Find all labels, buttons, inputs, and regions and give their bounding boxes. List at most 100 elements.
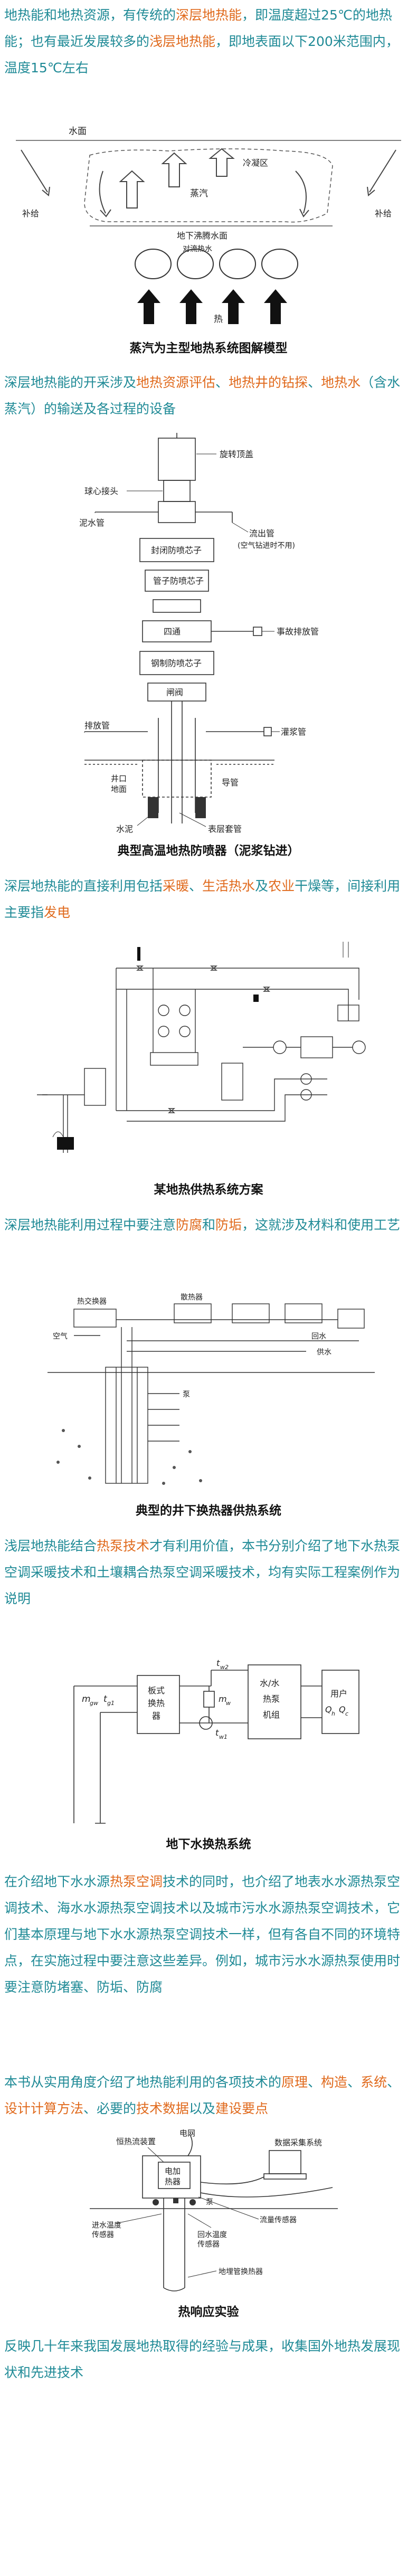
highlight-system: 系统 [361,2075,387,2090]
label-heat: 热 [214,314,223,325]
label-plate-2: 换热 [148,1698,165,1708]
highlight-well-drilling: 地热井的钻探 [229,375,308,390]
label-ball-joint: 球心接头 [84,486,118,496]
highlight-heat-pump-ac: 热泵空调 [110,1874,163,1889]
text-run: ，即地表面以下200米范围内，温度15℃左右 [4,34,399,75]
text-run: 和 [202,1217,216,1233]
label-ground: 地面 [111,784,127,794]
label-convective-water: 对流热水 [183,245,212,253]
label-tw1-sub: w1 [219,1734,228,1740]
label-tw2: t [216,1658,220,1668]
label-flow-sensor: 流量传感器 [260,2215,297,2224]
label-heat-pump-2: 热泵 [263,1694,280,1704]
label-seal-ram: 封闭防喷芯子 [151,545,202,555]
label-wellhead: 井口 [111,774,127,783]
text-run: 以及 [189,2101,216,2116]
label-gate-valve: 闸阀 [166,687,183,697]
label-inlet-temp: 进水温度 [92,2221,121,2230]
blowout-preventer-figure: 旋转顶盖 球心接头 泥水管 流出管 (空气钻进时不用) 封闭防喷芯子 管子防喷芯… [53,433,369,834]
text-run: 及 [255,878,269,894]
highlight-principle: 原理 [281,2075,308,2090]
label-tg1-sub: g1 [107,1700,115,1707]
label-pump: 泵 [183,1390,190,1399]
label-outlet-note: (空气钻进时不用) [238,542,295,550]
label-drain-pipe: 排放管 [84,721,110,731]
label-recharge-right: 补给 [375,209,392,219]
label-ground-heat-exchanger: 地埋管换热器 [219,2267,263,2276]
deep-extraction-paragraph: 深层地热能的开采涉及地热资源评估、地热井的钻探、地热水（含水蒸汽）的输送及各过程… [4,370,412,422]
text-run: 、必要的 [83,2101,137,2116]
label-heater-1: 电加 [165,2166,181,2176]
groundwater-system-diagram: m gw t g1 板式 换热 器 t w2 m w t w1 水/水 热泵 机… [73,1658,359,1824]
label-tw1: t [215,1728,219,1738]
label-heat-pump-1: 水/水 [260,1678,279,1688]
highlight-structure: 构造 [321,2075,348,2090]
direct-use-paragraph: 深层地热能的直接利用包括采暖、生活热水及农业干燥等，间接利用主要指发电 [4,873,412,926]
highlight-heating: 采暖 [163,878,189,894]
label-air: 空气 [53,1332,68,1341]
label-steam: 蒸汽 [190,188,208,199]
figure4-caption: 典型的井下换热器供热系统 [136,1504,281,1518]
label-pump: 泵 [206,2198,213,2206]
label-condense-zone: 冷凝区 [243,158,268,168]
text-run: 在介绍地下水水源 [4,1874,110,1889]
label-rotary-head: 旋转顶盖 [220,449,253,459]
figure1-caption: 蒸汽为主型地热系统图解模型 [129,342,288,355]
label-outlet-pipe: 流出管 [249,528,274,538]
text-run: 反映几十年来我国发展地热取得的经验与成果，收集国外地热发展现状和先进技术 [4,2338,401,2380]
label-cement: 水泥 [116,824,133,834]
highlight-domestic-hot-water: 生活热水 [202,878,255,894]
text-run: 深层地热能利用过程中要注意 [4,1217,176,1233]
highlight-technical-data: 技术数据 [136,2101,189,2116]
text-run: 干燥等，间接利用主要指 [4,878,401,920]
label-emergency-discharge: 事故排放管 [277,627,319,637]
label-return-temp-2: 传感器 [197,2240,220,2249]
label-mgw: m [82,1694,91,1704]
label-qc: Q [339,1704,346,1715]
label-pipe-ram: 管子防喷芯子 [153,576,204,586]
label-power-grid: 电网 [179,2129,195,2138]
text-run: 、 [308,375,321,390]
thermal-response-figure: 恒热流装置 电网 电加 热器 泵 数据采集系统 进水温度 传感器 回水温度 传感… [84,2129,343,2293]
text-run: ，即温度超过25℃的地热能；也有最近发展较多的 [4,7,392,49]
label-heat-pump-3: 机组 [263,1710,280,1720]
label-inlet-temp-2: 传感器 [92,2230,114,2239]
label-data-acquisition: 数据采集系统 [274,2138,322,2147]
highlight-heat-pump-technology: 热泵技术 [97,1538,150,1554]
label-qh: Q [325,1704,332,1715]
text-run: 浅层地热能结合 [4,1538,97,1554]
figure6-caption: 热响应实验 [178,2305,239,2319]
label-heater-2: 热器 [165,2177,181,2186]
highlight-construction-points: 建设要点 [215,2101,269,2116]
heat-pump-paragraph: 浅层地热能结合热泵技术才有利用价值，本书分别介绍了地下水热泵空调采暖技术和土壤耦… [4,1533,412,1612]
text-run: 、 [308,2075,321,2090]
highlight-antiscaling: 防垢 [215,1217,242,1233]
downhole-exchanger-diagram: 热交换器 散热器 空气 供水 回水 泵 [48,1293,375,1485]
label-plate: 板式 [148,1685,165,1696]
label-recharge-left: 补给 [22,209,39,219]
label-heat-exchanger: 热交换器 [77,1297,107,1306]
figure2-caption: 典型高温地热防喷器（泥浆钻进） [117,844,300,858]
heating-scheme-figure [32,936,391,1158]
text-run: 、 [215,375,229,390]
figure5-caption: 地下水换热系统 [166,1838,251,1851]
intro-paragraph: 地热能和地热资源，有传统的深层地热能，即温度超过25℃的地热能；也有最近发展较多… [4,2,412,81]
label-return: 回水 [311,1332,326,1341]
label-water-surface: 水面 [69,126,87,137]
label-boiling-surface: 地下沸腾水面 [177,231,228,241]
highlight-power-generation: 发电 [44,905,71,920]
steam-system-figure: 水面 冷凝区 蒸汽 地下沸腾水面 补给 补给 [11,113,406,329]
text-run: 深层地热能的开采涉及 [4,375,137,390]
highlight-agriculture: 农业 [268,878,295,894]
label-qc-sub: c [345,1710,348,1717]
text-run: 才有利用价值，本书分别介绍了地下水热泵空调采暖技术和土壤耦合热泵空调采暖技术，均… [4,1538,401,1606]
label-qh-sub: h [331,1710,335,1717]
text-run: ，这就涉及材料和使用工艺 [242,1217,401,1233]
highlight-deep-geothermal: 深层地热能 [176,7,242,23]
highlight-design-method: 设计计算方法 [4,2101,84,2116]
label-constant-heat-device: 恒热流装置 [116,2137,156,2146]
label-steel-ram: 钢制防喷芯子 [151,658,202,668]
thermal-response-diagram: 恒热流装置 电网 电加 热器 泵 数据采集系统 进水温度 传感器 回水温度 传感… [90,2129,338,2291]
text-run: 深层地热能的直接利用包括 [4,878,163,894]
highlight-shallow-geothermal: 浅层地热能 [149,34,216,49]
